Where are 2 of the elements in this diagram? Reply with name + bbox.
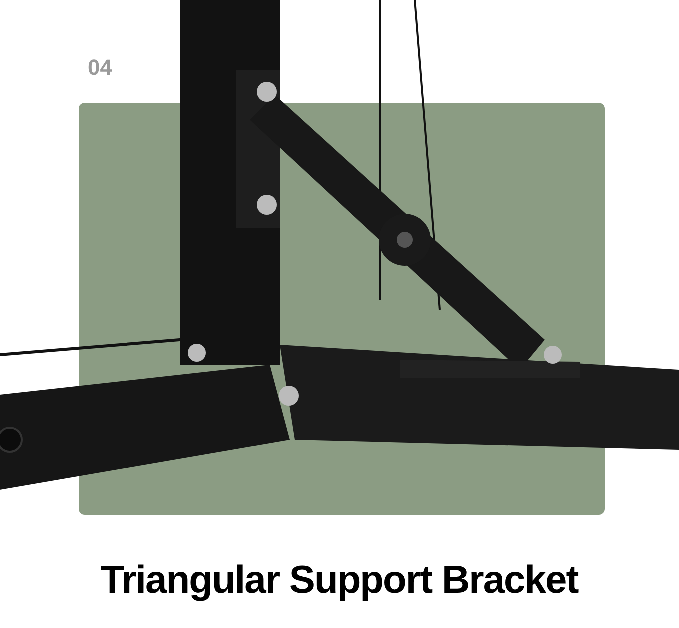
section-number: 04 [88,54,112,82]
title: Triangular Support Bracket [100,558,578,604]
